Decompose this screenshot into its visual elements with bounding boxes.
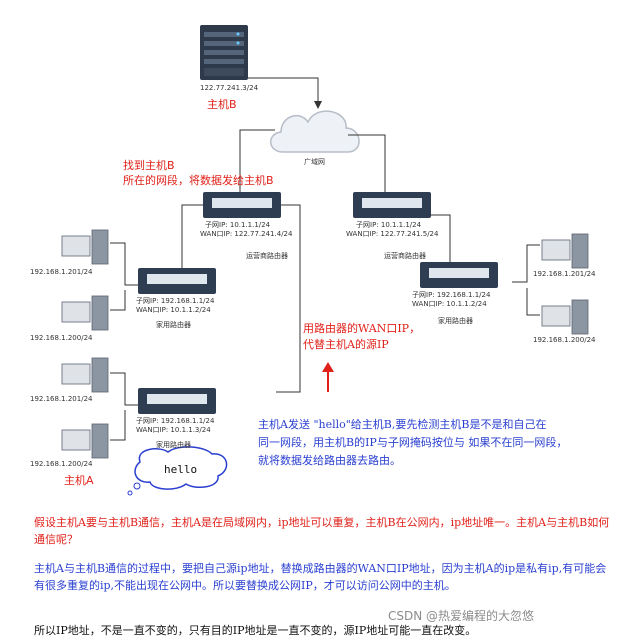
carrier-right-wan-ip: WAN口IP: 122.77.241.5/24 <box>346 230 439 238</box>
link-pc-l2 <box>110 290 126 311</box>
annotation-blue-line1: 主机A发送 "hello"给主机B,要先检测主机B是不是和自己在 <box>258 418 547 431</box>
link-carrier-right-cloud <box>348 134 386 200</box>
carrier-right-lan-ip: 子网IP: 10.1.1.1/24 <box>356 221 422 229</box>
pc-r2-ip: 192.168.1.200/24 <box>533 336 596 344</box>
paragraph-conclusion: 所以IP地址，不是一直不变的，只有目的IP地址是一直不变的，源IP地址可能一直在… <box>34 624 477 637</box>
pc-l4-ip: 192.168.1.200/24 <box>30 460 93 468</box>
home-right-wan-ip: WAN口IP: 10.1.1.2/24 <box>412 300 487 308</box>
router-icon <box>353 192 431 218</box>
home-left-bottom-wan-ip: WAN口IP: 10.1.1.3/24 <box>136 426 211 434</box>
home-right-lan-ip: 子网IP: 192.168.1.1/24 <box>412 291 491 299</box>
carrier-left-lan-ip: 子网IP: 10.1.1.1/24 <box>205 221 271 229</box>
router-icon <box>203 192 281 218</box>
home-left-top-lan-ip: 子网IP: 192.168.1.1/24 <box>136 297 215 305</box>
link-carrier-left-home-top <box>181 204 205 268</box>
computer-icon <box>61 357 109 393</box>
pc-r1-ip: 192.168.1.201/24 <box>533 270 596 278</box>
server-icon <box>200 25 248 80</box>
computer-icon <box>61 229 109 265</box>
home-left-bottom-label: 家用路由器 <box>156 441 191 449</box>
carrier-left-wan-ip: WAN口IP: 122.77.241.4/24 <box>200 230 293 238</box>
router-icon <box>420 262 498 288</box>
host-a-label: 主机A <box>64 474 94 487</box>
speech-bubble-icon <box>127 446 228 496</box>
home-left-top-wan-ip: WAN口IP: 10.1.1.2/24 <box>136 306 211 314</box>
red-arrow-icon <box>322 362 334 392</box>
link-pc-r1 <box>512 244 540 283</box>
link-carrier-left-cloud <box>239 129 275 200</box>
carrier-right-label: 运营商路由器 <box>384 252 426 260</box>
cloud-label: 广域网 <box>304 158 325 166</box>
annotation-replace-line2: 代替主机A的源IP <box>303 338 389 351</box>
computer-icon <box>61 423 109 459</box>
annotation-blue-line2: 同一网段，用主机B的IP与子网掩码按位与 如果不在同一网段， <box>258 436 568 449</box>
annotation-find-host-line1: 找到主机B <box>123 159 175 172</box>
pc-l3-ip: 192.168.1.201/24 <box>30 395 93 403</box>
annotation-blue-line3: 就将数据发给路由器去路由。 <box>258 454 401 467</box>
link-pc-r2 <box>526 288 540 316</box>
bubble-text: hello <box>164 463 198 476</box>
link-pc-l4 <box>110 410 126 441</box>
cloud-icon <box>270 110 360 153</box>
pc-l1-ip: 192.168.1.201/24 <box>30 268 93 276</box>
paragraph-explanation: 主机A与主机B通信的过程中，要把自己源ip地址，替换成路由器的WAN口IP地址，… <box>34 562 607 592</box>
link-pc-l1 <box>110 242 138 286</box>
home-left-top-label: 家用路由器 <box>156 321 191 329</box>
pc-l2-ip: 192.168.1.200/24 <box>30 334 93 342</box>
computer-icon <box>541 233 589 269</box>
host-b-label: 主机B <box>207 98 237 111</box>
annotation-find-host-line2: 所在的网段，将数据发给主机B <box>123 174 274 187</box>
computer-icon <box>541 299 589 335</box>
computer-icon <box>61 295 109 331</box>
link-carrier-left-home-bottom <box>276 204 301 393</box>
annotation-replace-line1: 用路由器的WAN口IP， <box>303 322 421 335</box>
server-ip: 122.77.241.3/24 <box>200 84 259 92</box>
paragraph-question: 假设主机A要与主机B通信，主机A是在局域网内，ip地址可以重复，主机B在公网内，… <box>34 516 610 546</box>
watermark: CSDN @热爱编程的大忽悠 <box>388 609 535 623</box>
router-icon <box>138 268 216 294</box>
home-left-bottom-lan-ip: 子网IP: 192.168.1.1/24 <box>136 417 215 425</box>
router-icon <box>138 388 216 414</box>
carrier-left-label: 运营商路由器 <box>246 252 288 260</box>
link-pc-l3 <box>110 372 138 406</box>
link-server-cloud <box>248 77 322 109</box>
home-right-label: 家用路由器 <box>438 317 473 325</box>
